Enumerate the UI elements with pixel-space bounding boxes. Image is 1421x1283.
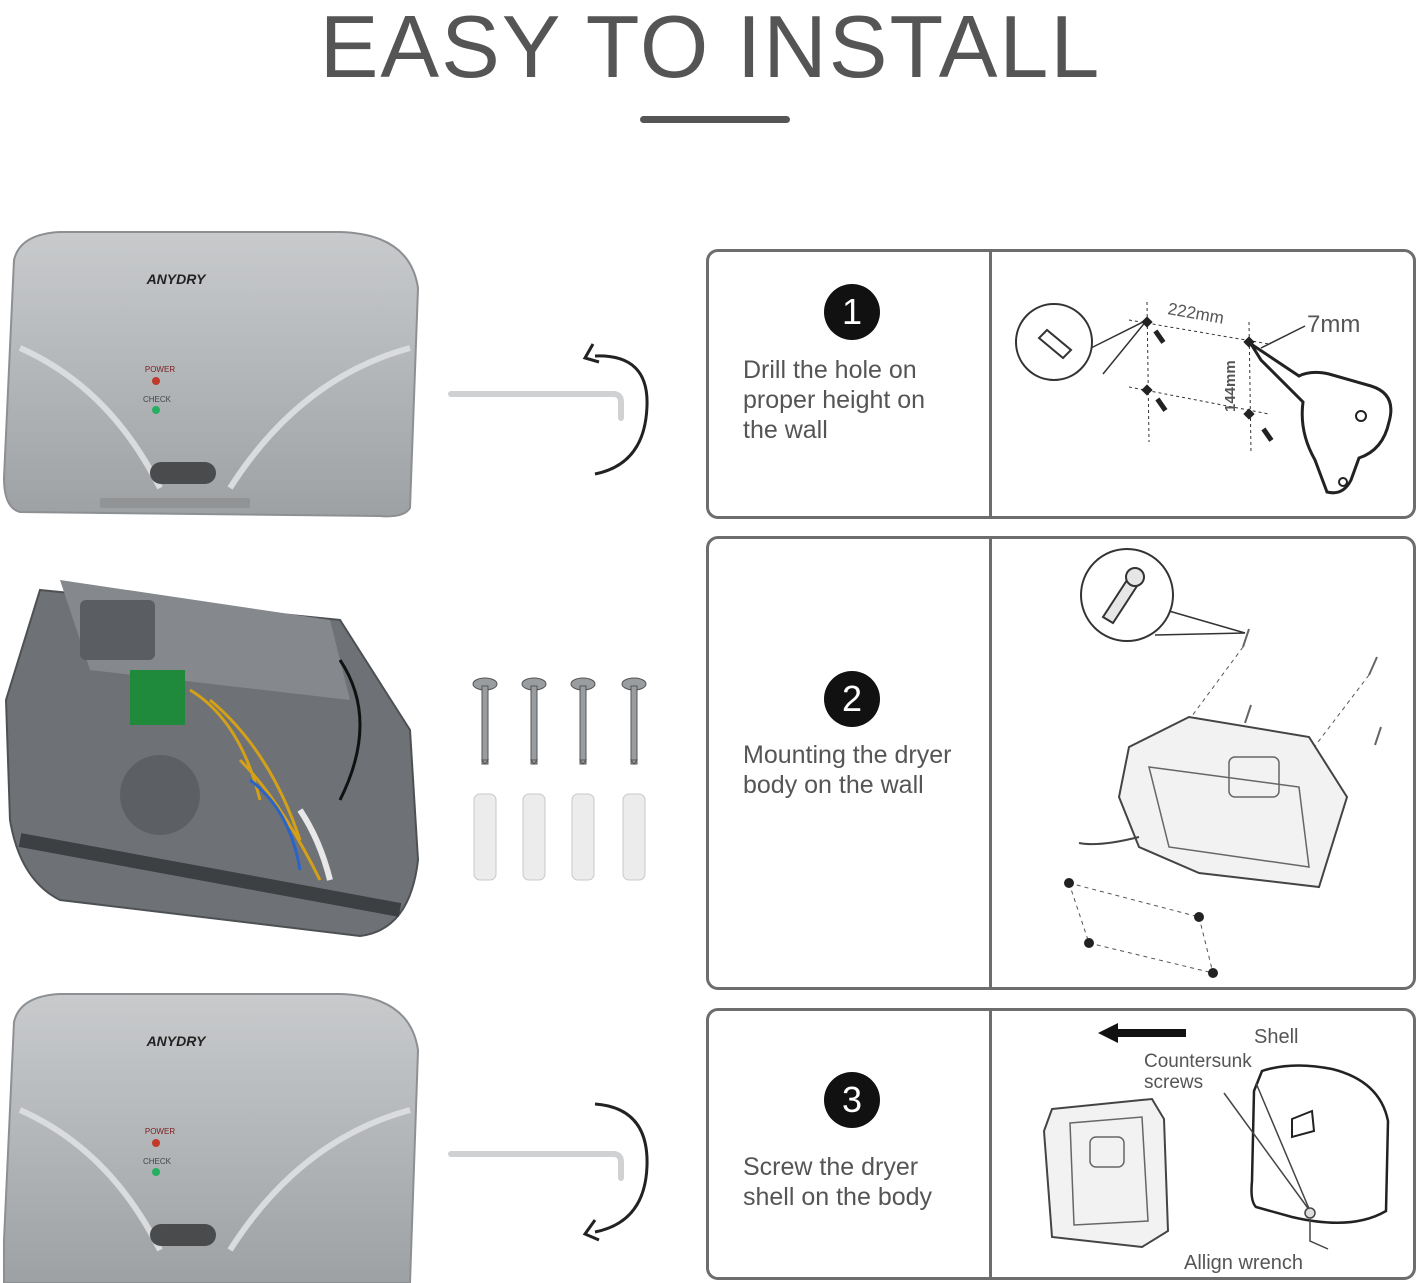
step-number-badge: 2	[824, 671, 880, 727]
brand-logo: ANYDRY	[146, 271, 208, 287]
power-label: POWER	[145, 1127, 175, 1136]
allign-wrench-label: Allign wrench	[1184, 1252, 1303, 1274]
screws-and-wall-anchors-image	[472, 677, 647, 881]
page-title: EASY TO INSTALL	[319, 0, 1102, 96]
height-dimension-label: 144mm	[1222, 360, 1239, 412]
hand-dryer-image-bottom: ANYDRY POWER CHECK	[3, 993, 420, 1283]
step-3-panel: 3 Screw the dryer shell on the body Shel…	[706, 1008, 1416, 1280]
hex-wrench-rotation-icon-bottom	[448, 1102, 649, 1242]
hex-wrench-rotation-icon-top	[448, 343, 649, 476]
step-description: Mounting the dryer body on the wall	[743, 741, 952, 799]
panel-divider	[989, 1011, 992, 1277]
step-number-badge: 1	[824, 284, 880, 340]
step-description: Screw the dryer shell on the body	[743, 1153, 933, 1211]
step-1-panel: 1 Drill the hole on proper height on the…	[706, 249, 1416, 519]
dryer-internal-body-image	[4, 580, 420, 938]
screws	[472, 677, 647, 765]
step-2-panel: 2 Mounting the dryer body on the wall	[706, 536, 1416, 990]
title-underline	[640, 116, 790, 123]
power-label: POWER	[145, 365, 175, 374]
hand-dryer-image-top: ANYDRY POWER CHECK	[2, 231, 420, 518]
check-label: CHECK	[143, 1157, 172, 1166]
panel-divider	[989, 252, 992, 516]
width-dimension-label: 222mm	[1166, 299, 1225, 328]
panel-divider	[989, 539, 992, 987]
step-number-badge: 3	[824, 1072, 880, 1128]
shell-label: Shell	[1254, 1026, 1298, 1048]
check-label: CHECK	[143, 395, 172, 404]
step-description: Drill the hole on proper height on the w…	[743, 356, 926, 444]
mount-body-diagram	[1064, 548, 1382, 978]
wall-anchors	[473, 793, 646, 881]
drill-bit-size-label: 7mm	[1307, 311, 1360, 338]
brand-logo: ANYDRY	[146, 1033, 208, 1049]
drill-holes-diagram: 222mm 144mm 7mm	[1015, 299, 1393, 495]
